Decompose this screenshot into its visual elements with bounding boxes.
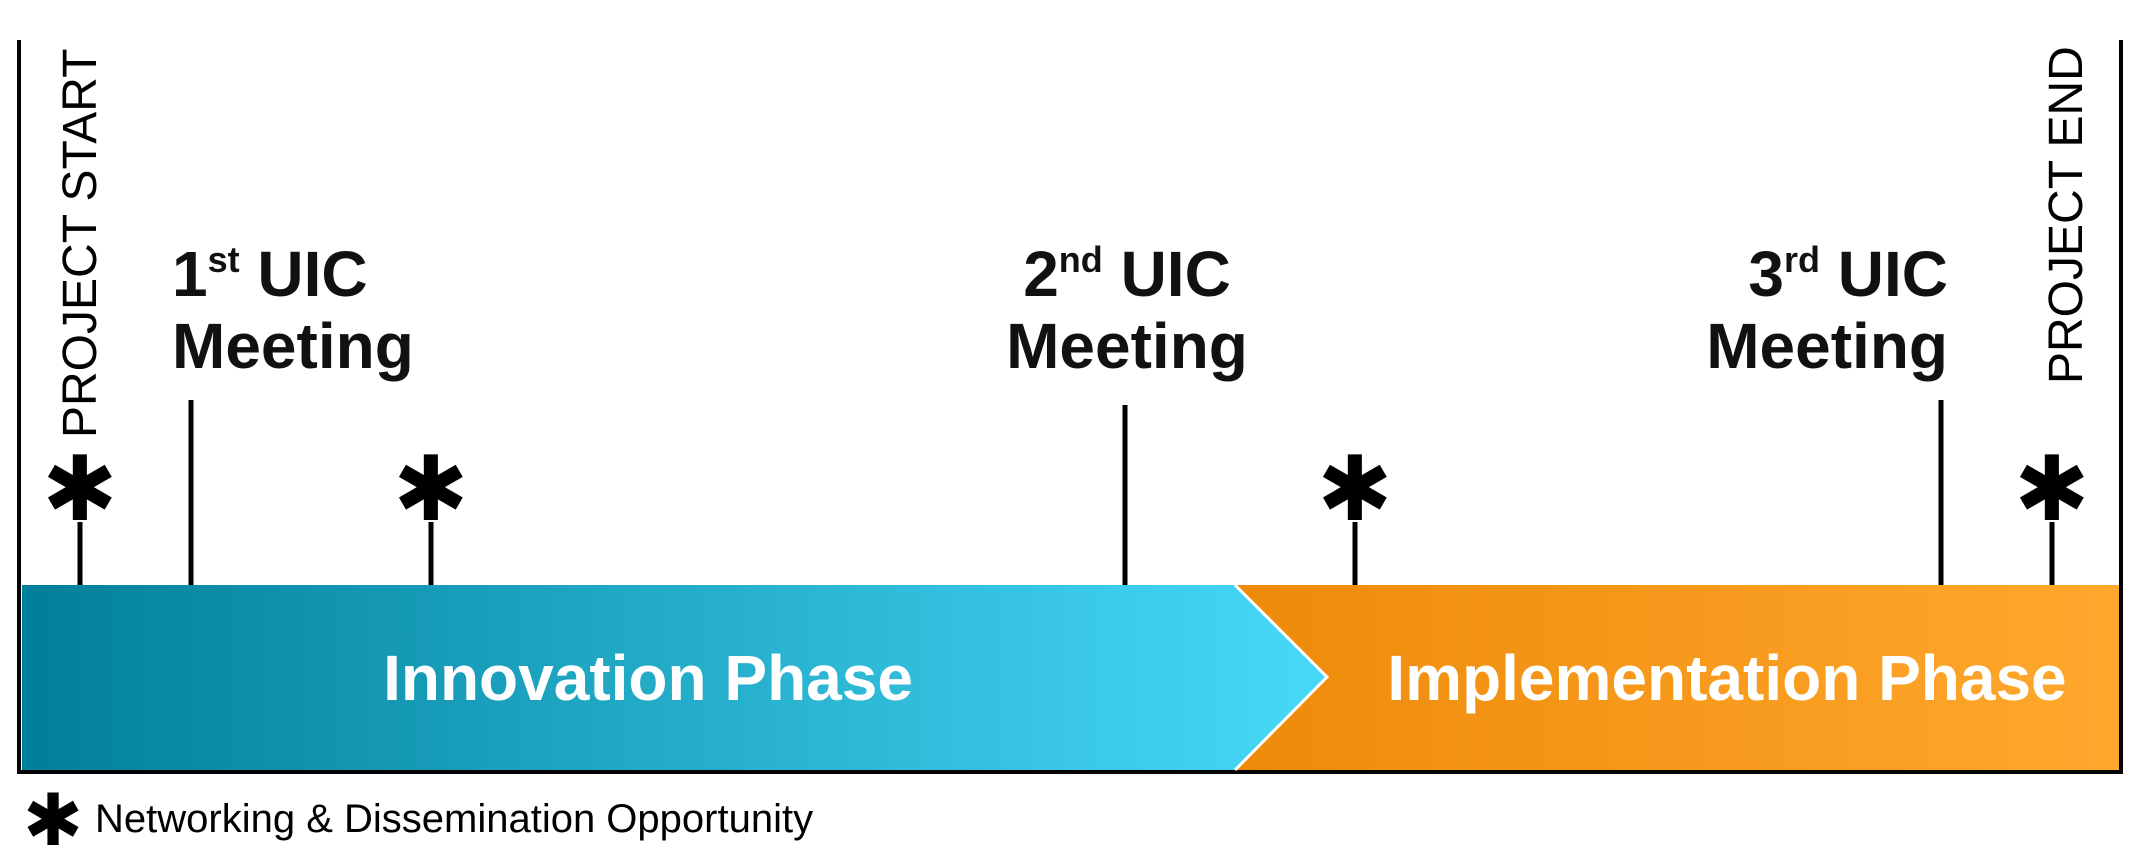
meeting-3-title: 3rd UIC [1748,238,1948,310]
project-end-label: PROJECT END [2040,46,2093,384]
meeting-2-subtitle: Meeting [1006,310,1248,382]
networking-marker: ✱ [1317,437,1393,585]
implementation-phase-label: Implementation Phase [1387,642,2066,714]
innovation-phase-bar [22,585,1327,770]
meeting-1-title: 1st UIC [172,238,368,310]
legend-asterisk-icon: ✱ [23,778,83,857]
implementation-phase-bar [1235,585,2119,770]
meeting-2-title: 2nd UIC [1023,238,1231,310]
networking-marker: ✱ [2014,437,2090,585]
meeting-1-subtitle: Meeting [172,310,414,382]
meeting-3-subtitle: Meeting [1706,310,1948,382]
phase-divider-line [1233,583,1330,772]
networking-marker: ✱ [42,437,118,585]
networking-marker: ✱ [393,437,469,585]
project-start-label: PROJECT START [54,49,107,438]
legend-text: Networking & Dissemination Opportunity [95,797,813,841]
innovation-phase-label: Innovation Phase [383,642,913,714]
